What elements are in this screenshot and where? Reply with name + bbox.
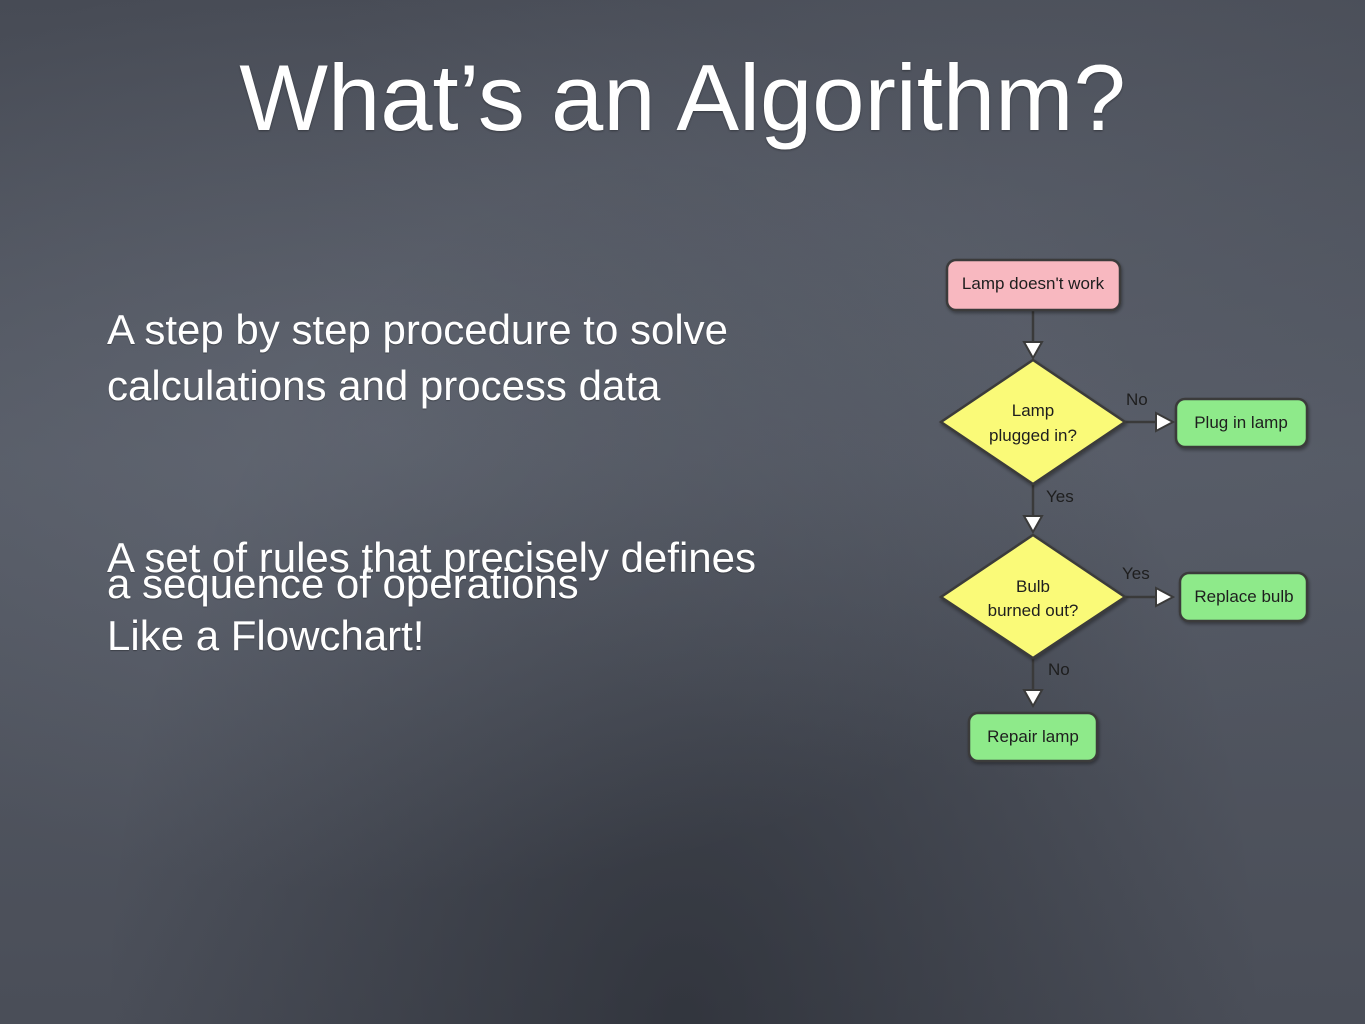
arrowheads (1022, 341, 1176, 709)
flowchart-line: Like a Flowchart! (107, 612, 425, 659)
edge-label-d1-no: No (1126, 390, 1148, 409)
definition-line-1: A step by step procedure to solve (107, 306, 729, 353)
slide-title: What’s an Algorithm? (239, 45, 1126, 150)
connectors (1031, 310, 1158, 694)
arrowhead-down-1 (1022, 341, 1044, 361)
rules-line-1: A set of rules that precisely defines (107, 534, 757, 581)
action-node-replace (1178, 571, 1309, 623)
arrowhead-right-2 (1155, 586, 1176, 608)
end-node-label: Repair lamp (987, 727, 1079, 746)
end-node (967, 711, 1099, 763)
edge-label-d2-no: No (1048, 660, 1070, 679)
rules-line-2: a sequence of operations (107, 560, 579, 607)
action-node-plug (1174, 397, 1309, 449)
decision-node-1 (938, 358, 1128, 486)
action-plug-label: Plug in lamp (1194, 413, 1288, 432)
decision-1-label-line-1: Lamp (1012, 401, 1055, 420)
edge-label-d1-yes: Yes (1046, 487, 1074, 506)
arrowhead-down-3 (1022, 689, 1044, 709)
decision-1-label-line-2: plugged in? (989, 426, 1077, 445)
edge-label-d2-yes: Yes (1122, 564, 1150, 583)
lamp-flowchart: Lamp doesn't work Lamp plugged in? Plug … (938, 258, 1309, 763)
definition-line-2: calculations and process data (107, 362, 661, 409)
start-node-label: Lamp doesn't work (962, 274, 1105, 293)
action-replace-label: Replace bulb (1194, 587, 1293, 606)
decision-2-label-line-1: Bulb (1016, 577, 1050, 596)
decision-2-label-line-2: burned out? (988, 601, 1079, 620)
decision-node-2 (938, 533, 1128, 660)
start-node (945, 258, 1122, 312)
arrowhead-right-1 (1155, 411, 1176, 433)
arrowhead-down-2 (1022, 515, 1044, 535)
